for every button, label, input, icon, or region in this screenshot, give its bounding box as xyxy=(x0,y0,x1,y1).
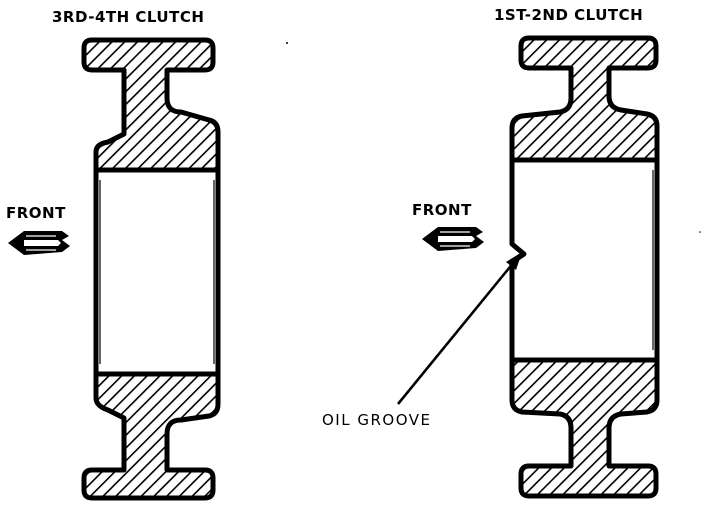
left-clutch-cross-section xyxy=(81,37,221,501)
left-top-flange xyxy=(81,37,221,173)
left-front-arrow-icon xyxy=(8,231,70,255)
right-clutch-cross-section xyxy=(509,35,660,499)
left-piston-body xyxy=(93,167,221,377)
right-piston-body xyxy=(509,157,660,363)
right-front-arrow-icon xyxy=(422,227,484,251)
right-top-flange xyxy=(509,35,660,163)
right-part-title: 1ST-2ND CLUTCH xyxy=(494,6,644,24)
left-bottom-flange xyxy=(81,371,221,501)
oil-groove-leader-line xyxy=(396,252,522,405)
right-bottom-flange xyxy=(509,357,660,499)
oil-groove-label: OIL GROOVE xyxy=(322,411,432,429)
left-part-title: 3RD-4TH CLUTCH xyxy=(52,8,205,26)
right-front-label: FRONT xyxy=(412,201,472,219)
left-front-label: FRONT xyxy=(6,204,66,222)
